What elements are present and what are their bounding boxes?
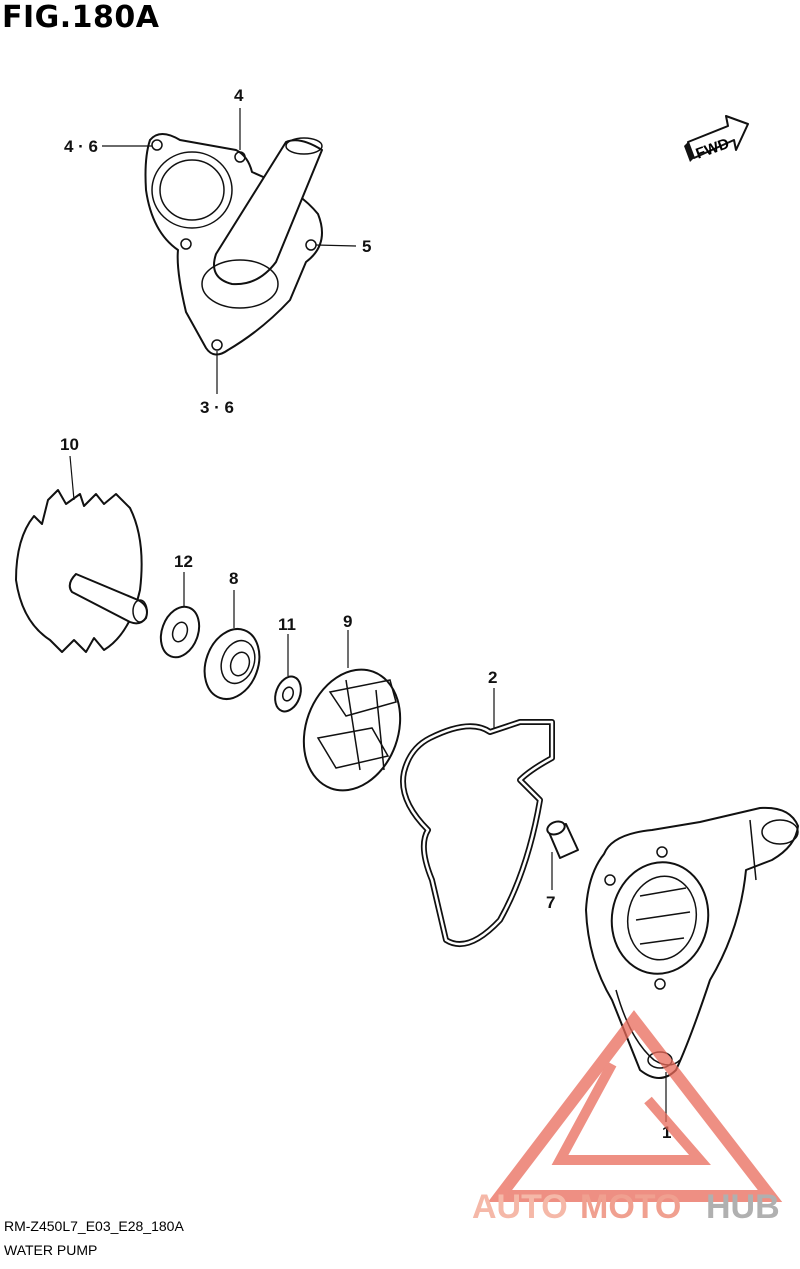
callout-2: 2 xyxy=(488,668,497,687)
mechanical-seal xyxy=(203,628,261,700)
watermark-hub: HUB xyxy=(706,1188,780,1226)
figure-title: FIG.180A xyxy=(2,0,160,35)
callout-1: 1 xyxy=(662,1123,671,1142)
washer xyxy=(159,605,201,659)
callout-4: 4 xyxy=(234,86,244,105)
callout-12: 12 xyxy=(174,552,193,571)
watermark-moto: MOTO xyxy=(580,1188,681,1226)
watermark-triangle-icon xyxy=(487,1010,783,1202)
fwd-direction-icon: FWD xyxy=(684,115,749,163)
leader-lines xyxy=(69,108,667,1122)
model-code: RM-Z450L7_E03_E28_180A xyxy=(4,1218,184,1234)
callout-9: 9 xyxy=(343,612,352,631)
callout-8: 8 xyxy=(229,569,238,588)
dowel-pin xyxy=(546,820,579,859)
impeller xyxy=(302,668,402,792)
watermark-inner-mark-icon xyxy=(551,1061,711,1165)
callout-10: 10 xyxy=(60,435,79,454)
pump-cover xyxy=(144,133,323,356)
small-washer xyxy=(274,675,302,713)
gasket xyxy=(400,719,555,947)
callout-5: 5 xyxy=(362,237,371,256)
callout-4-6: 4 · 6 xyxy=(64,137,98,156)
callout-3-6: 3 · 6 xyxy=(200,398,234,417)
callout-7: 7 xyxy=(546,893,555,912)
driven-gear-shaft xyxy=(15,489,148,653)
watermark-text: AUTO MOTO HUB xyxy=(472,1188,780,1226)
watermark-auto: AUTO xyxy=(472,1188,568,1226)
pump-case xyxy=(585,806,799,1079)
callout-11: 11 xyxy=(278,615,296,634)
diagram-caption: WATER PUMP xyxy=(4,1242,98,1258)
watermark-logo xyxy=(487,1010,783,1202)
